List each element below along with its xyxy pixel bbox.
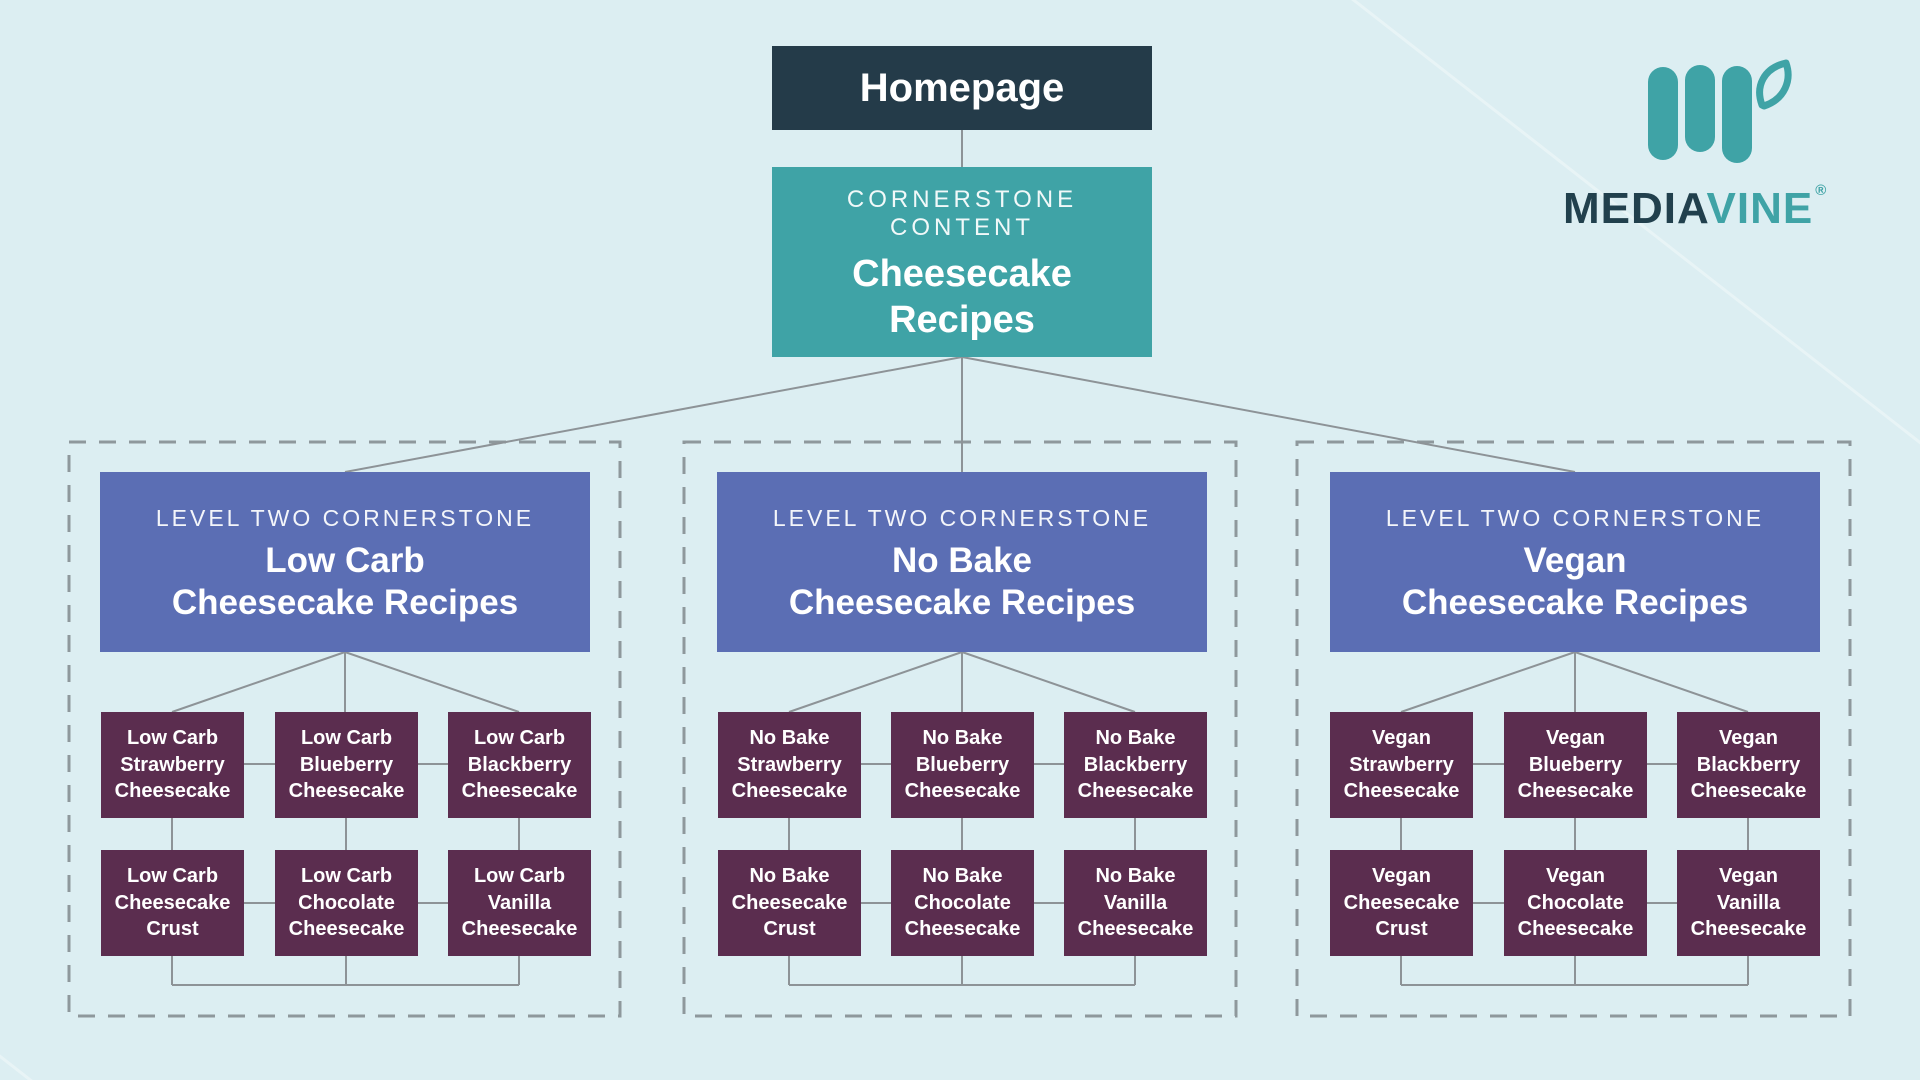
- node-vegan-strawberry: Vegan Strawberry Cheesecake: [1330, 712, 1473, 818]
- group-boundary-vegan: [1295, 440, 1852, 1018]
- node-no-bake-blackberry: No Bake Blackberry Cheesecake: [1064, 712, 1207, 818]
- node-cornerstone: CORNERSTONE CONTENT Cheesecake Recipes: [772, 167, 1152, 357]
- level2-title: Low Carb Cheesecake Recipes: [171, 540, 519, 622]
- node-homepage: Homepage: [772, 46, 1152, 130]
- leaf-icon: [1756, 59, 1792, 110]
- node-no-bake-vanilla: No Bake Vanilla Cheesecake: [1064, 850, 1207, 956]
- level2-title: Vegan Cheesecake Recipes: [1401, 540, 1749, 622]
- node-level2-vegan: LEVEL TWO CORNERSTONE Vegan Cheesecake R…: [1330, 472, 1820, 652]
- wordmark-media: MEDIA: [1563, 184, 1707, 233]
- node-no-bake-strawberry: No Bake Strawberry Cheesecake: [718, 712, 861, 818]
- node-vegan-blueberry: Vegan Blueberry Cheesecake: [1504, 712, 1647, 818]
- level2-eyebrow: LEVEL TWO CORNERSTONE: [772, 504, 1152, 531]
- group-boundary-low-carb: [67, 440, 622, 1018]
- node-vegan-chocolate: Vegan Chocolate Cheesecake: [1504, 850, 1647, 956]
- node-vegan-blackberry: Vegan Blackberry Cheesecake: [1677, 712, 1820, 818]
- node-no-bake-chocolate: No Bake Chocolate Cheesecake: [891, 850, 1034, 956]
- level2-eyebrow: LEVEL TWO CORNERSTONE: [1385, 504, 1765, 531]
- mediavine-logomark-icon: [1648, 59, 1792, 163]
- level2-title: No Bake Cheesecake Recipes: [788, 540, 1136, 622]
- node-low-carb-chocolate: Low Carb Chocolate Cheesecake: [275, 850, 418, 956]
- level2-eyebrow: LEVEL TWO CORNERSTONE: [155, 504, 535, 531]
- mediavine-wordmark: MEDIAVINE®: [1563, 182, 1863, 234]
- group-boundary-no-bake: [682, 440, 1238, 1018]
- registered-trademark: ®: [1815, 182, 1828, 199]
- node-level2-low-carb: LEVEL TWO CORNERSTONE Low Carb Cheesecak…: [100, 472, 590, 652]
- node-vegan-crust: Vegan Cheesecake Crust: [1330, 850, 1473, 956]
- node-low-carb-crust: Low Carb Cheesecake Crust: [101, 850, 244, 956]
- cornerstone-title: Cheesecake Recipes: [852, 253, 1072, 341]
- wordmark-vine: VINE: [1706, 184, 1814, 233]
- node-low-carb-blueberry: Low Carb Blueberry Cheesecake: [275, 712, 418, 818]
- node-low-carb-blackberry: Low Carb Blackberry Cheesecake: [448, 712, 591, 818]
- cornerstone-eyebrow: CORNERSTONE CONTENT: [846, 186, 1078, 242]
- node-no-bake-blueberry: No Bake Blueberry Cheesecake: [891, 712, 1034, 818]
- node-no-bake-crust: No Bake Cheesecake Crust: [718, 850, 861, 956]
- node-level2-no-bake: LEVEL TWO CORNERSTONE No Bake Cheesecake…: [717, 472, 1207, 652]
- node-low-carb-strawberry: Low Carb Strawberry Cheesecake: [101, 712, 244, 818]
- node-low-carb-vanilla: Low Carb Vanilla Cheesecake: [448, 850, 591, 956]
- mediavine-logo: MEDIAVINE®: [1563, 58, 1863, 234]
- connector-edges: [171, 130, 1749, 986]
- node-vegan-vanilla: Vegan Vanilla Cheesecake: [1677, 850, 1820, 956]
